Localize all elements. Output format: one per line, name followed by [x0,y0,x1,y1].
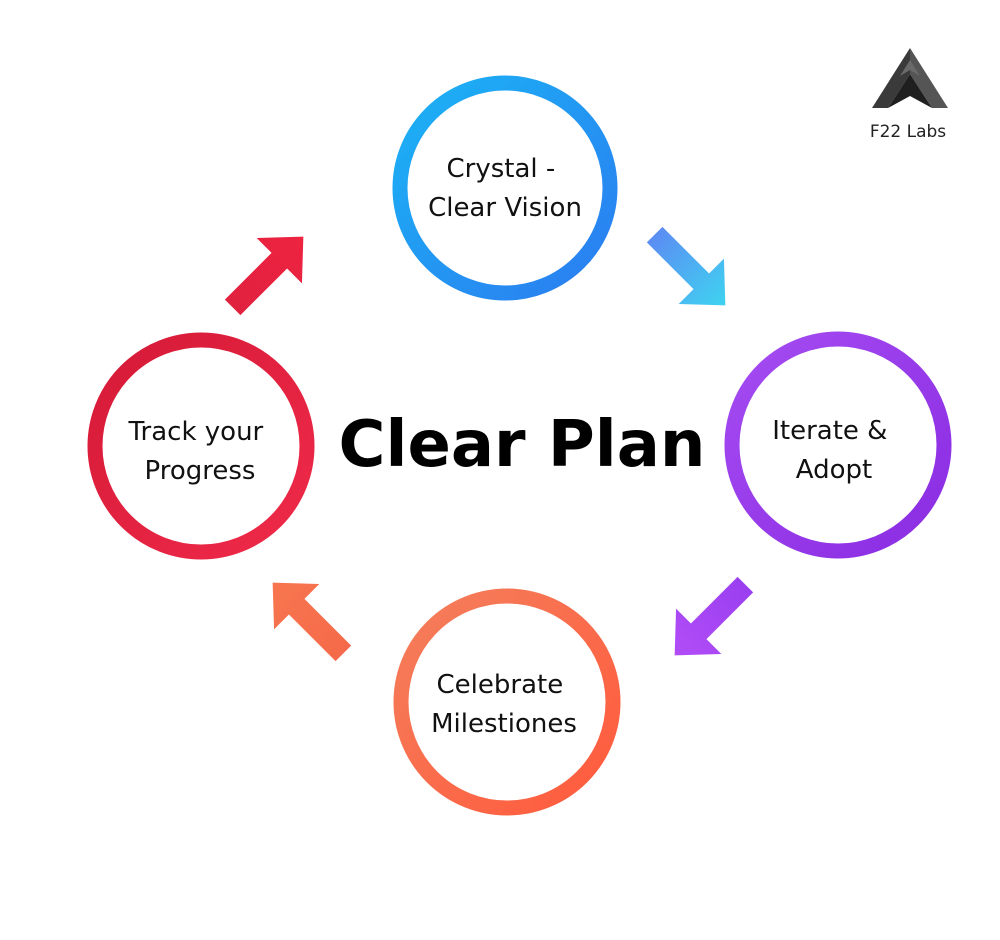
node-label: Crystal - Clear Vision [428,154,582,223]
arrow-up-left-icon [272,582,352,662]
node-label-line-2: Progress [145,456,256,486]
node-iterate-adopt: Iterate & Adopt [724,331,952,559]
brand-logo: F22 Labs [870,48,948,142]
node-ring [393,588,621,816]
node-label-line-1: Iterate & [772,416,887,446]
node-ring [392,75,618,301]
node-track-your-progress: Track your Progress [87,332,315,560]
arrow-down-right-icon [646,226,726,306]
arrow-up-right-icon [224,236,304,316]
node-label: Celebrate Milestiones [431,670,577,739]
node-label-line-1: Crystal - [446,154,555,184]
node-crystal-clear-vision: Crystal - Clear Vision [392,75,618,301]
node-label: Iterate & Adopt [772,416,895,485]
node-celebrate-milestones: Celebrate Milestiones [393,588,621,816]
node-label-line-2: Clear Vision [428,193,582,223]
node-ring [87,332,315,560]
node-label-line-2: Milestiones [431,709,577,739]
node-label-line-1: Celebrate [437,670,564,700]
mountain-peak-icon [872,48,948,108]
node-label-line-1: Track your [127,417,263,447]
node-ring [724,331,952,559]
brand-name: F22 Labs [870,122,946,142]
node-label-line-2: Adopt [796,455,872,485]
node-label: Track your Progress [127,417,271,486]
arrow-down-left-icon [674,576,754,656]
center-title: Clear Plan [339,408,706,482]
